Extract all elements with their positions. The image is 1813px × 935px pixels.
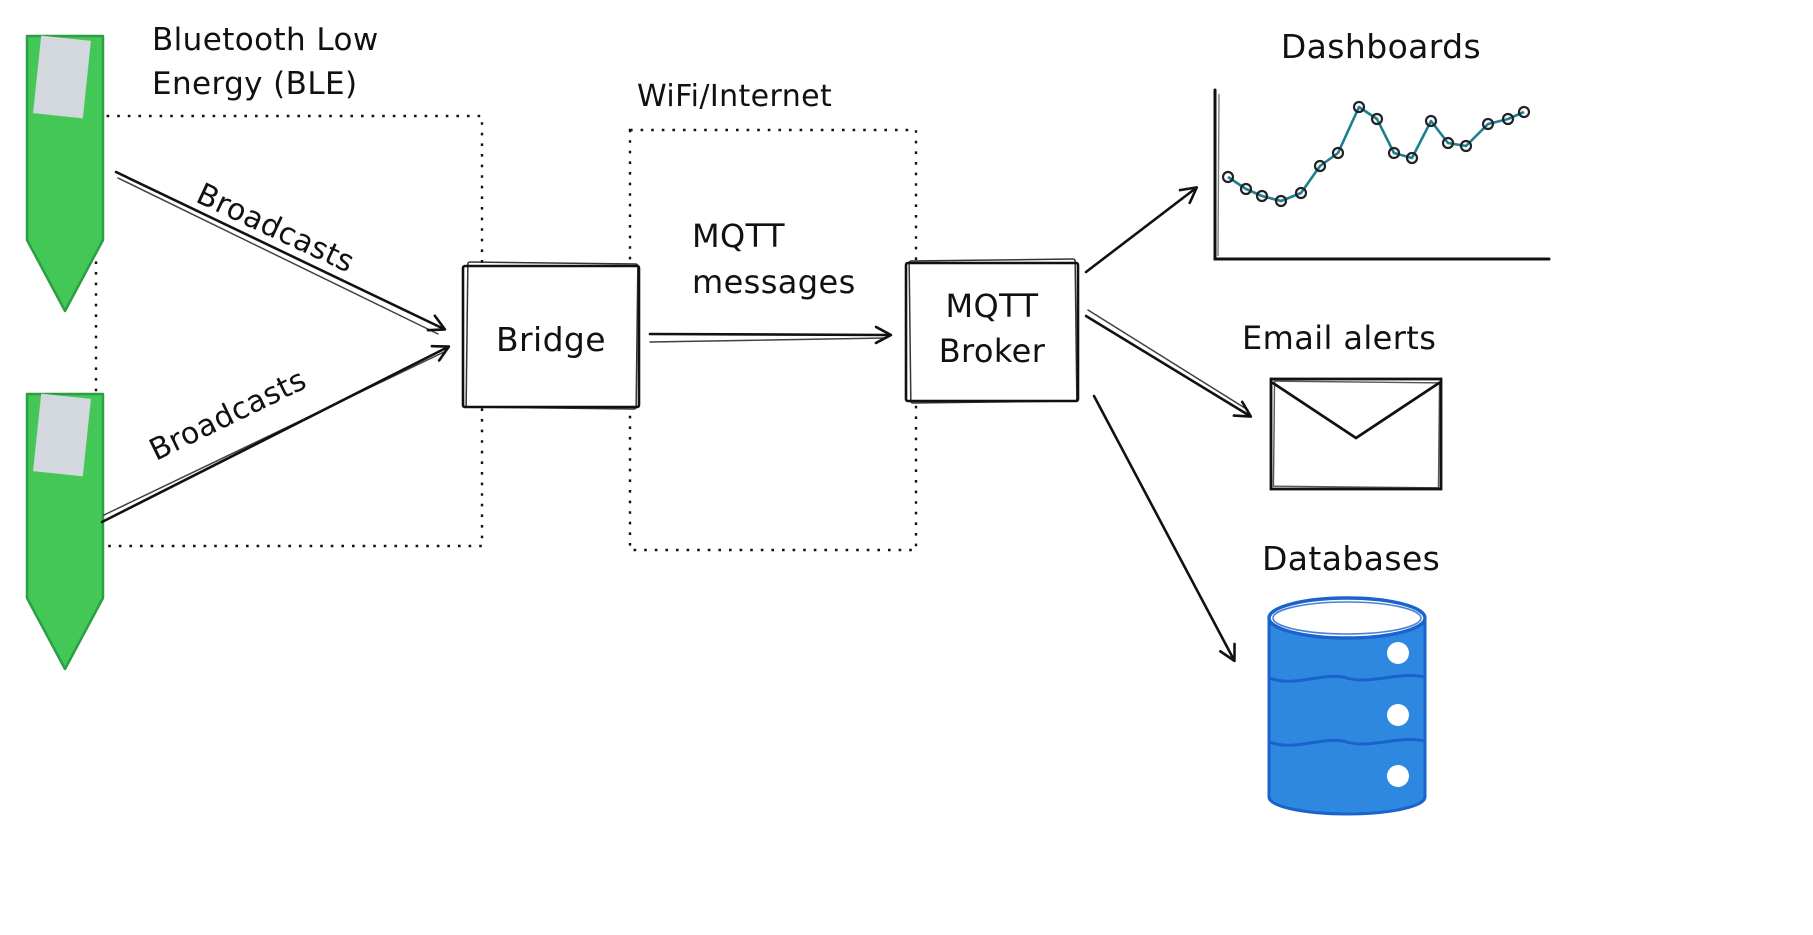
databases-label: Databases — [1262, 539, 1441, 578]
envelope-icon — [1269, 377, 1443, 491]
envelope-flap — [1271, 381, 1441, 440]
wifi-zone-label: WiFi/Internet — [637, 79, 833, 114]
wifi-zone-box — [628, 128, 918, 552]
edge-label-mqtt-messages: MQTT messages — [692, 217, 856, 302]
arrow-mqtt-messages — [648, 325, 893, 345]
mqtt-broker-node — [904, 258, 1080, 404]
bridge-node-label: Bridge — [496, 320, 606, 359]
beacon-screen — [33, 393, 91, 477]
arrow-broadcasts-top — [114, 170, 447, 335]
arrow-to-email-alerts — [1084, 309, 1253, 418]
line-chart-icon — [1213, 88, 1551, 261]
arrow-to-databases — [1092, 394, 1236, 663]
ble-beacon-icon — [25, 34, 105, 313]
arrow-broadcasts-bottom — [100, 344, 451, 524]
database-lid — [1267, 596, 1427, 640]
ble-zone-label: Bluetooth Low Energy (BLE) — [152, 22, 379, 103]
mqtt-broker-node-label: MQTT Broker — [938, 287, 1046, 370]
ble-beacon-icon — [25, 392, 105, 671]
arrow-to-dashboards — [1084, 186, 1199, 274]
beacon-screen — [33, 35, 91, 119]
database-cylinder-icon — [1267, 596, 1427, 816]
ble-zone-box — [94, 114, 484, 548]
dashboards-label: Dashboards — [1280, 27, 1482, 66]
chart-axes — [1213, 88, 1551, 261]
chart-line — [1227, 105, 1525, 203]
bridge-node — [461, 261, 641, 410]
chart-points — [1221, 100, 1531, 208]
email-alerts-label: Email alerts — [1242, 319, 1437, 357]
